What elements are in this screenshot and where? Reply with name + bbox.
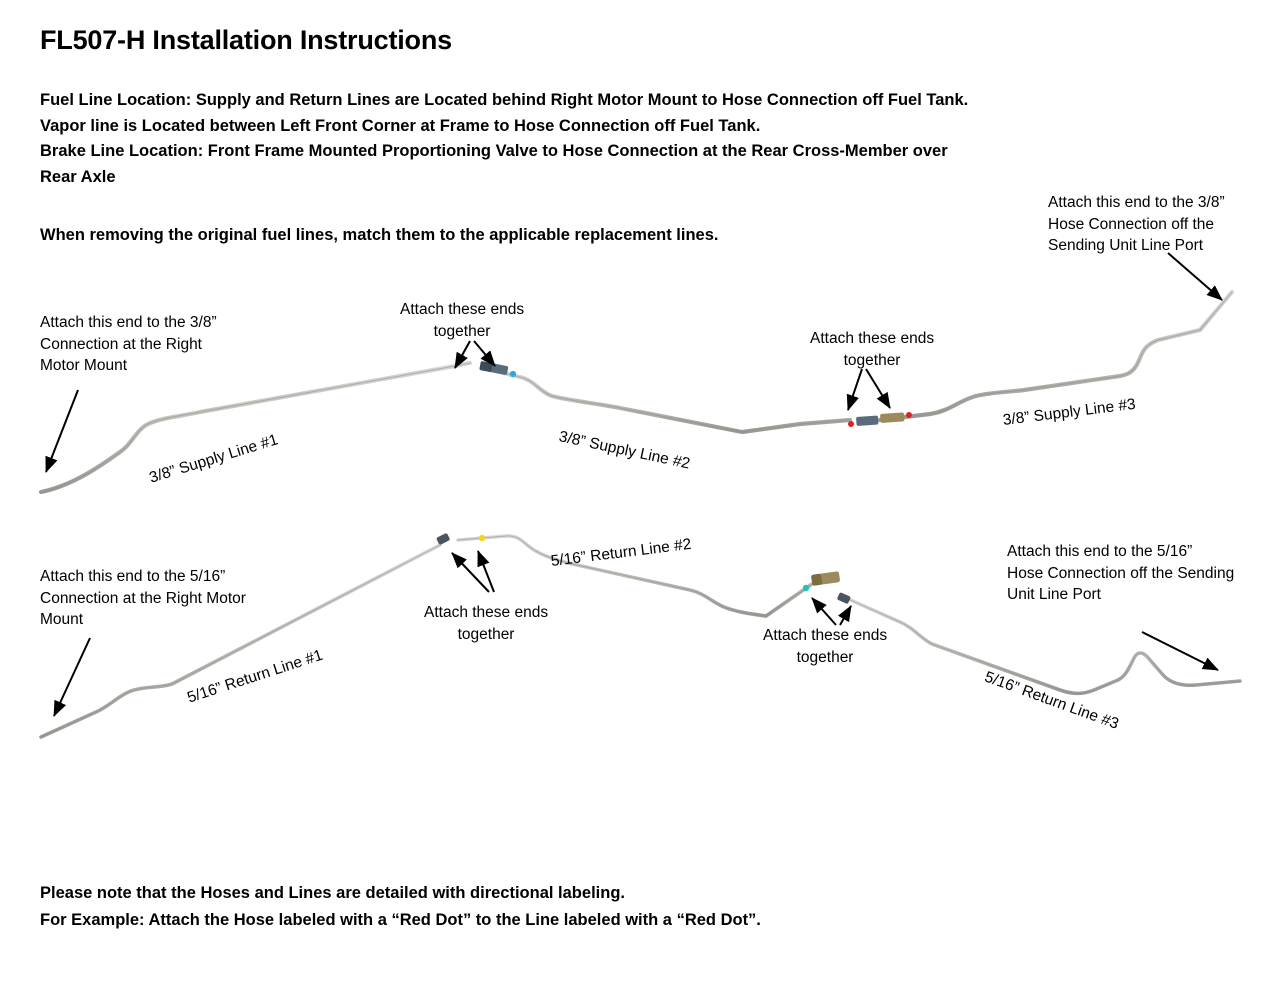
callout-line: Mount bbox=[40, 611, 84, 628]
arrow-return-joint-2b bbox=[837, 605, 852, 626]
line-label-return-1: 5/16” Return Line #1 bbox=[185, 646, 325, 707]
callout-line: Attach these ends bbox=[424, 604, 549, 621]
teal-dot-marker bbox=[802, 584, 810, 592]
arrow-supply-joint-1b bbox=[473, 340, 496, 367]
arrow-supply-joint-2a bbox=[846, 368, 863, 411]
callout-line: Hose Connection off the Sending bbox=[1007, 564, 1235, 582]
supply-line-2-tube bbox=[479, 365, 853, 435]
callout-line: together bbox=[796, 648, 854, 666]
callout-line: Hose Connection off the bbox=[1048, 215, 1215, 233]
callout-line: Attach this end to the 5/16” bbox=[40, 568, 226, 585]
callout-line: Connection at the Right Motor bbox=[40, 589, 246, 607]
callout-line: Attach these ends bbox=[810, 330, 935, 347]
callout-supply-joint-2: Attach these ends together bbox=[810, 328, 934, 371]
line-label-supply-2: 3/8” Supply Line #2 bbox=[557, 428, 692, 473]
callout-return-right: Attach this end to the 5/16” Hose Connec… bbox=[1007, 541, 1234, 606]
callout-supply-right: Attach this end to the 3/8” Hose Connect… bbox=[1048, 192, 1225, 257]
line-label-supply-1: 3/8” Supply Line #1 bbox=[147, 431, 281, 487]
callout-line: Attach these ends bbox=[763, 627, 888, 644]
yellow-dot-marker bbox=[478, 534, 486, 542]
intro-line-3: Brake Line Location: Front Frame Mounted… bbox=[40, 142, 948, 160]
red-dot-marker bbox=[906, 412, 912, 418]
supply-connector-2-left bbox=[848, 415, 879, 427]
arrow-return-right bbox=[1141, 631, 1219, 671]
callout-line: Attach this end to the 3/8” bbox=[40, 314, 217, 331]
return-line-3-tube bbox=[837, 592, 1242, 696]
red-dot-marker bbox=[848, 421, 854, 427]
return-connector-2-left bbox=[802, 571, 840, 592]
callout-line: Unit Line Port bbox=[1007, 586, 1101, 603]
return-line-1-tube bbox=[39, 533, 450, 739]
arrow-supply-left bbox=[45, 389, 79, 473]
supply-connector-1 bbox=[479, 361, 517, 378]
callout-line: together bbox=[457, 625, 515, 643]
supply-line-1-tube bbox=[38, 360, 473, 495]
arrow-supply-joint-2b bbox=[865, 368, 891, 409]
callout-return-joint-1: Attach these ends together bbox=[424, 602, 548, 645]
arrow-return-joint-1a bbox=[451, 552, 490, 593]
matching-instruction: When removing the original fuel lines, m… bbox=[40, 226, 719, 244]
intro-line-2: Vapor line is Located between Left Front… bbox=[40, 116, 761, 135]
callout-line: Motor Mount bbox=[40, 357, 128, 374]
intro-line-1: Fuel Line Location: Supply and Return Li… bbox=[40, 91, 969, 109]
callout-line: Attach these ends bbox=[400, 301, 525, 318]
page-title: FL507-H Installation Instructions bbox=[40, 25, 452, 55]
footer-line-1: Please note that the Hoses and Lines are… bbox=[40, 884, 625, 902]
callout-line: Attach this end to the 3/8” bbox=[1048, 194, 1225, 211]
line-label-return-2: 5/16” Return Line #2 bbox=[549, 535, 693, 570]
line-label-supply-3: 3/8” Supply Line #3 bbox=[1001, 395, 1137, 429]
arrow-return-left bbox=[53, 637, 91, 717]
supply-connector-2-right bbox=[880, 412, 912, 423]
intro-line-4: Rear Axle bbox=[40, 167, 116, 186]
callout-return-joint-2: Attach these ends together bbox=[763, 625, 887, 668]
callout-return-left: Attach this end to the 5/16” Connection … bbox=[40, 566, 246, 631]
callout-supply-joint-1: Attach these ends together bbox=[400, 299, 524, 342]
arrow-supply-right bbox=[1167, 252, 1223, 301]
blue-dot-marker bbox=[509, 370, 517, 378]
callout-line: Connection at the Right bbox=[40, 335, 202, 353]
callout-line: Attach this end to the 5/16” bbox=[1007, 543, 1193, 560]
callout-line: together bbox=[433, 322, 491, 340]
line-label-return-3: 5/16” Return Line #3 bbox=[982, 668, 1121, 733]
callout-line: together bbox=[843, 351, 901, 369]
callout-line: Sending Unit Line Port bbox=[1048, 237, 1204, 254]
footer-line-2: For Example: Attach the Hose labeled wit… bbox=[40, 911, 761, 929]
intro-paragraph: Fuel Line Location: Supply and Return Li… bbox=[40, 88, 1220, 190]
callout-supply-left: Attach this end to the 3/8” Connection a… bbox=[40, 312, 217, 377]
arrow-supply-joint-1a bbox=[454, 340, 471, 369]
arrow-return-joint-2a bbox=[811, 597, 837, 626]
footer-note: Please note that the Hoses and Lines are… bbox=[40, 880, 1240, 934]
arrow-return-joint-1b bbox=[477, 550, 495, 593]
